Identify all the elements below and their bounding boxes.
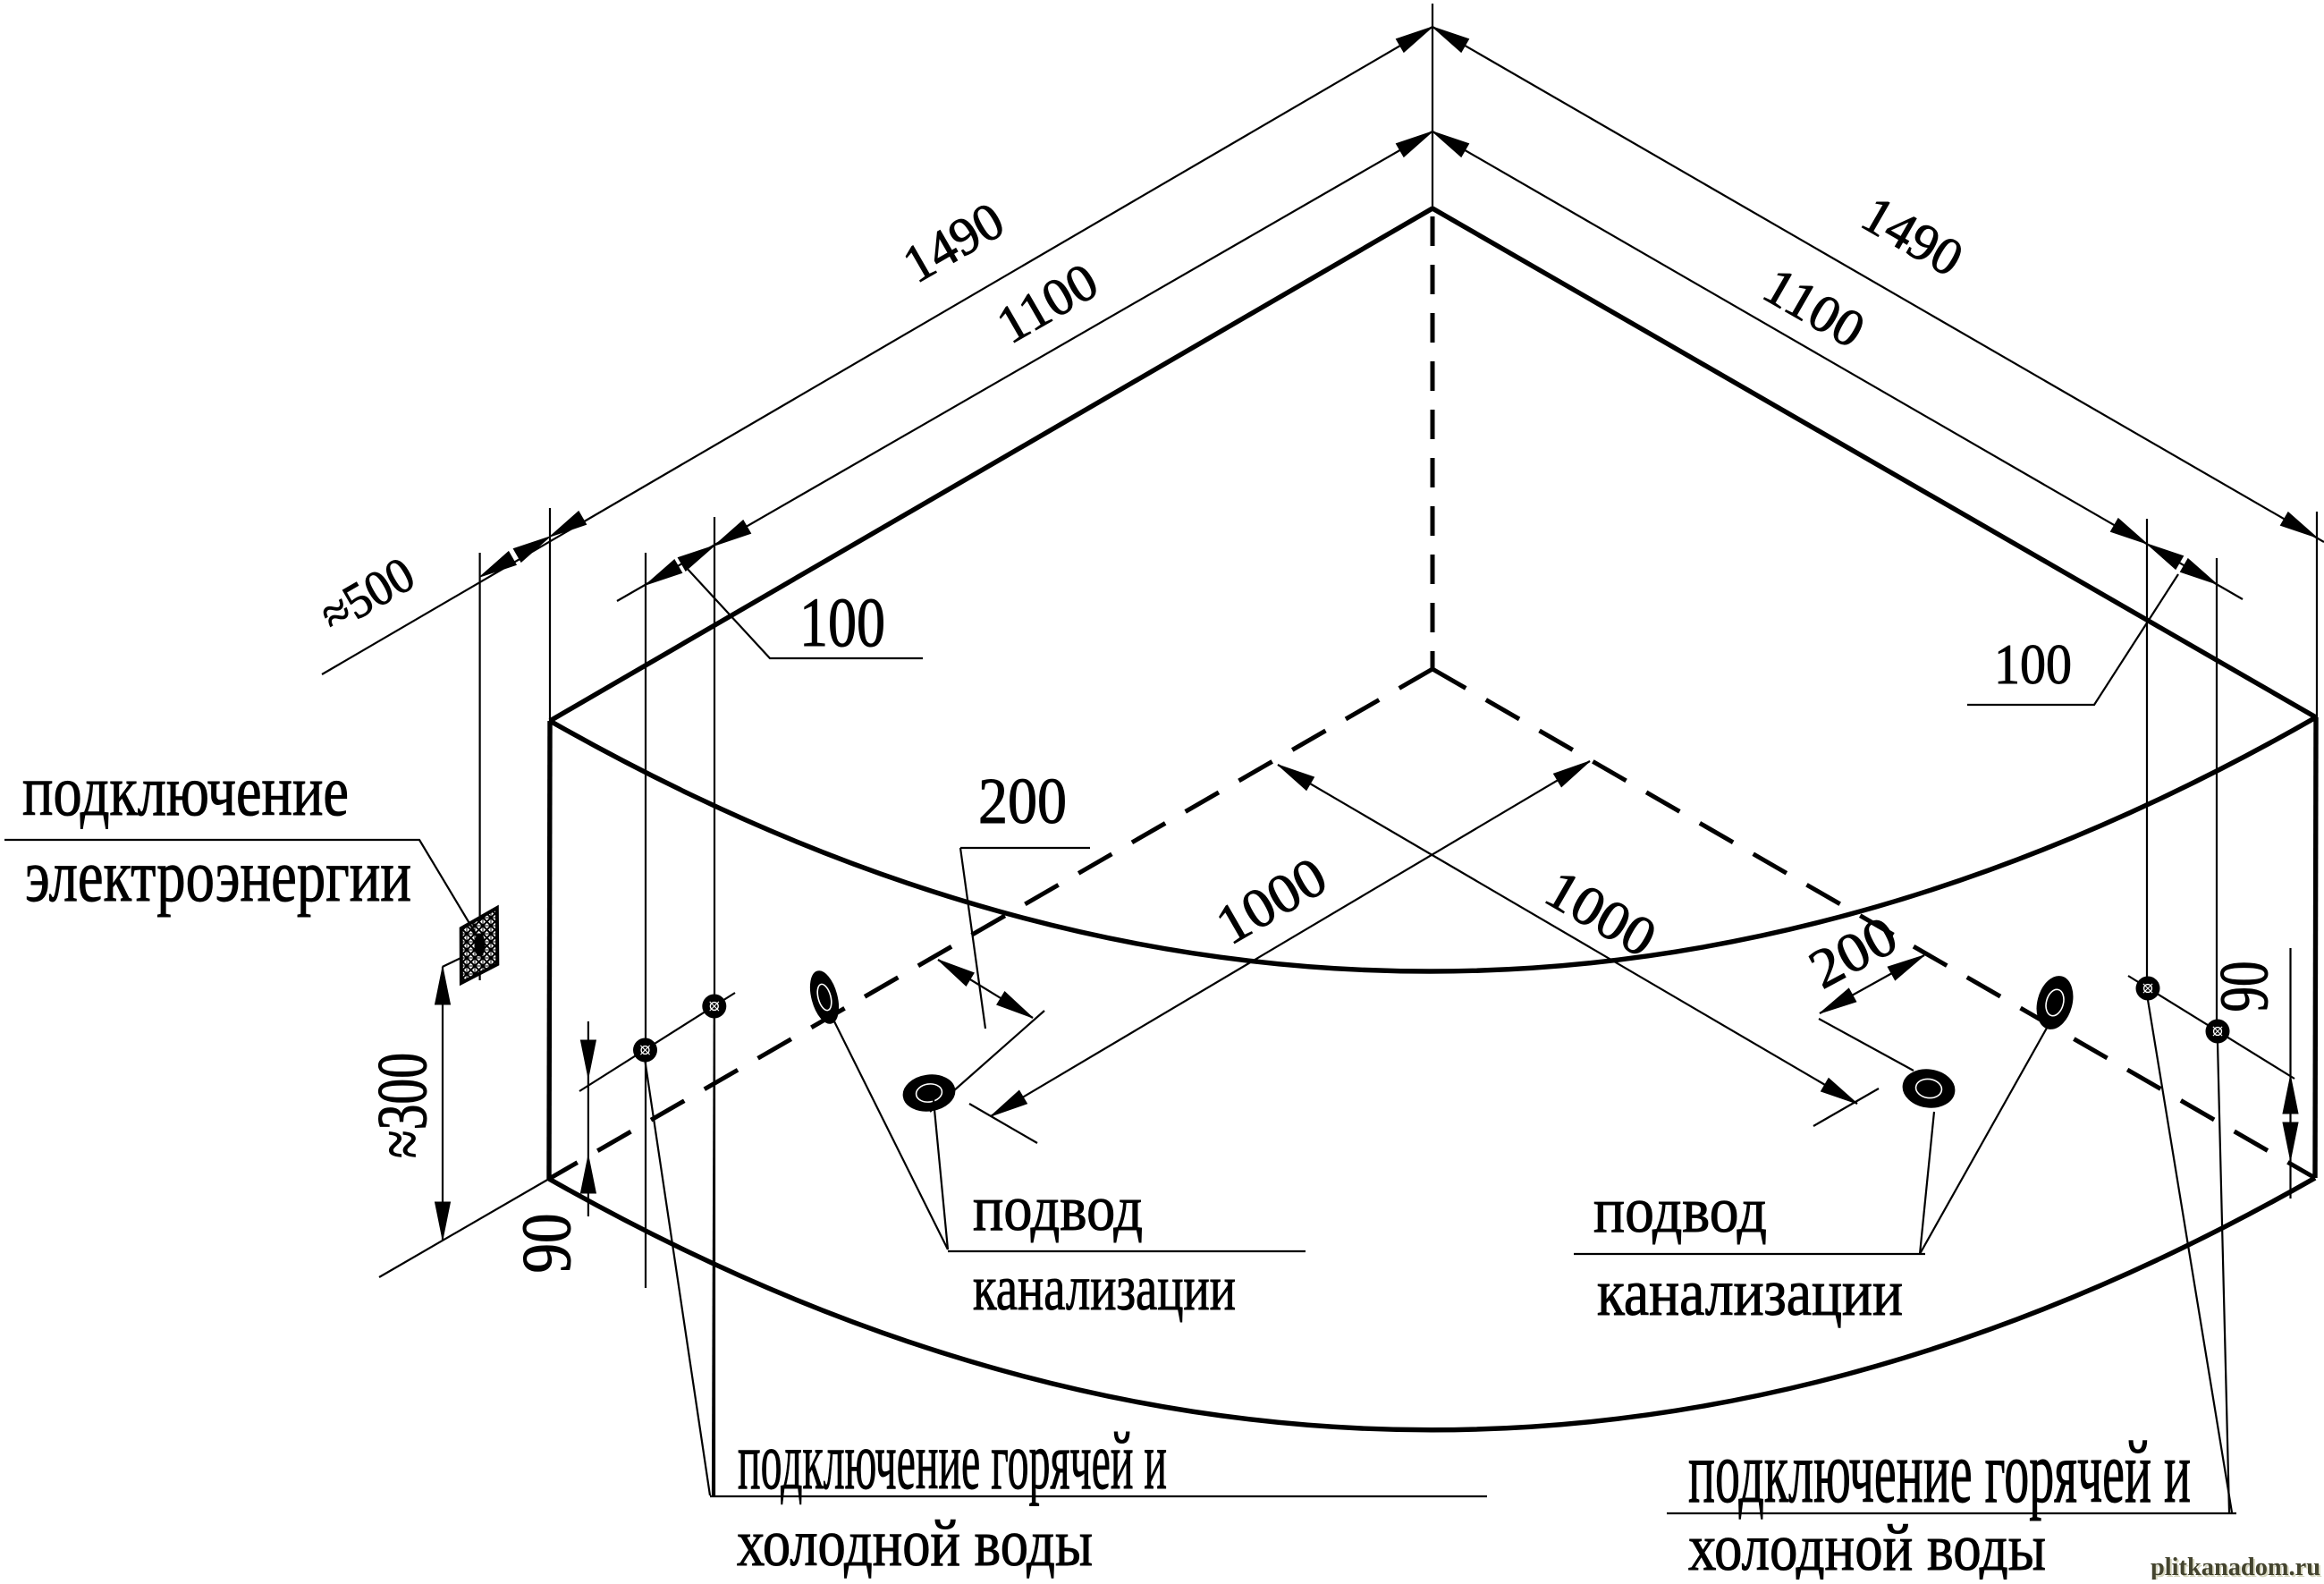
svg-text:холодной воды: холодной воды [1688, 1512, 2046, 1580]
svg-text:подключение: подключение [22, 752, 349, 831]
svg-text:подключение горячей и: подключение горячей и [1688, 1422, 2191, 1521]
svg-text:подвод: подвод [1593, 1174, 1767, 1246]
svg-text:plitkanadom.ru: plitkanadom.ru [2151, 1553, 2320, 1580]
svg-text:100: 100 [799, 583, 885, 661]
svg-text:подвод: подвод [973, 1173, 1143, 1244]
svg-text:90: 90 [507, 1214, 585, 1274]
svg-text:канализации: канализации [1597, 1257, 1903, 1330]
svg-text:подключение горячей и: подключение горячей и [738, 1415, 1167, 1506]
svg-text:plitkanadom.ru: plitkanadom.ru [2152, 1554, 2322, 1580]
svg-text:канализации: канализации [973, 1252, 1236, 1324]
svg-text:100: 100 [1994, 632, 2072, 696]
svg-text:≈300: ≈300 [364, 1053, 442, 1158]
svg-text:холодной воды: холодной воды [737, 1507, 1093, 1580]
svg-text:электроэнергии: электроэнергии [25, 834, 411, 918]
svg-text:90: 90 [2205, 961, 2282, 1012]
svg-text:200: 200 [978, 765, 1067, 837]
